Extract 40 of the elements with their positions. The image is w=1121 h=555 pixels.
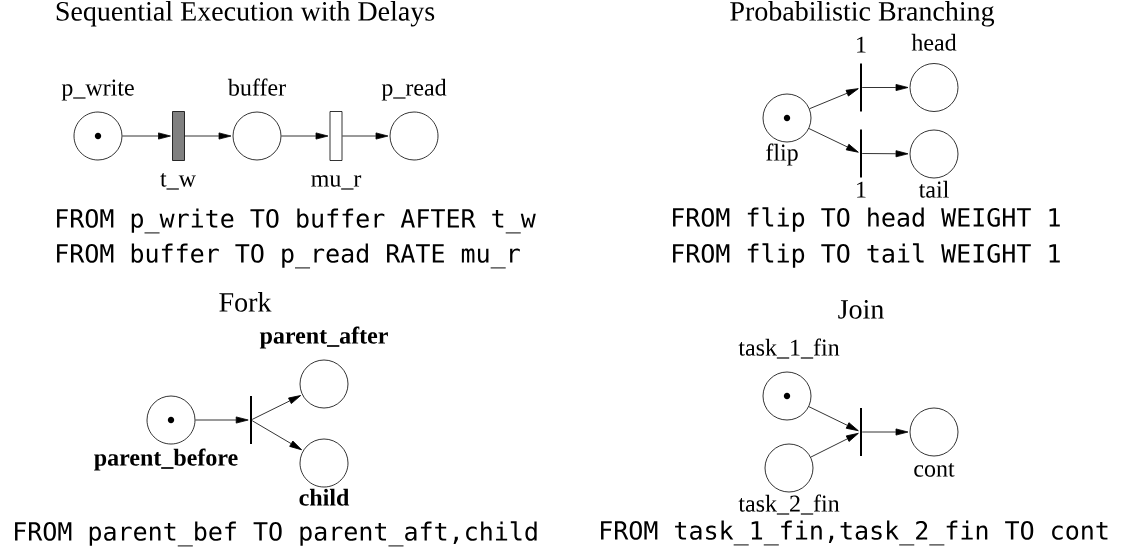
place-label: parent_after xyxy=(259,326,388,349)
place-label: buffer xyxy=(227,78,286,96)
transition-label: mu_r xyxy=(311,175,362,190)
panel-title: Sequential Execution with Delays xyxy=(56,1,435,27)
arrow xyxy=(861,150,909,158)
place-label: child xyxy=(299,488,350,506)
code-line: FROM task_1_fin,task_2_fin TO cont xyxy=(601,520,1108,546)
arrow xyxy=(861,428,909,436)
place-label: p_read xyxy=(381,78,447,101)
arrow xyxy=(184,132,232,140)
place-label: task_1_fin xyxy=(738,338,840,359)
panel-title: Fork xyxy=(219,292,272,312)
place-label: tail xyxy=(918,180,949,198)
panel-title: Join xyxy=(838,299,884,319)
weight-label: 1 xyxy=(857,36,866,53)
arrow xyxy=(808,128,859,153)
place-label: cont xyxy=(914,463,955,477)
code-line: FROM flip TO head WEIGHT 1 xyxy=(673,207,1060,232)
panel-title: Probabilistic Branching xyxy=(730,1,995,27)
arrow xyxy=(810,432,859,458)
arrow xyxy=(195,416,249,424)
transition-label: t_w xyxy=(160,173,196,190)
place-label: p_write xyxy=(61,79,134,101)
arrow xyxy=(861,84,909,91)
place-label: parent_before xyxy=(94,448,238,471)
place-label: task_2_fin xyxy=(738,494,840,515)
arrow xyxy=(808,406,859,432)
code-line: FROM buffer TO p_read RATE mu_r xyxy=(57,243,520,269)
arrow xyxy=(809,88,859,110)
arrow xyxy=(281,132,329,140)
place-label: flip xyxy=(766,143,798,166)
arrow xyxy=(251,395,302,420)
arrow xyxy=(251,420,302,451)
code-line: FROM p_write TO buffer AFTER t_w xyxy=(57,208,536,234)
code-line: FROM flip TO tail WEIGHT 1 xyxy=(673,243,1060,268)
weight-label: 1 xyxy=(857,181,866,198)
arrow xyxy=(342,132,389,140)
code-line: FROM parent_bef TO parent_aft,child xyxy=(15,521,537,547)
arrow xyxy=(122,132,171,140)
place-label: head xyxy=(911,33,957,51)
